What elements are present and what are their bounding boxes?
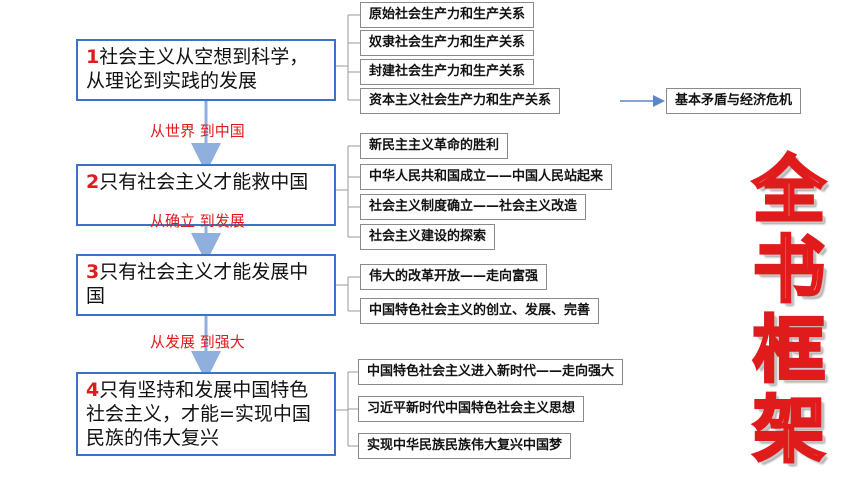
title-char: 架	[751, 388, 826, 472]
bracket-2	[336, 145, 360, 238]
section-number: 2	[86, 171, 100, 193]
section-text: 只有社会主义才能发展中国	[86, 261, 309, 307]
sub-item: 社会主义建设的探索	[360, 224, 496, 250]
section-number: 4	[86, 379, 100, 401]
bracket-1	[336, 14, 360, 101]
bracket-3	[336, 276, 360, 312]
transition-label-2: 从确立 到发展	[150, 212, 245, 230]
sub-item: 奴隶社会生产力和生产关系	[360, 30, 535, 56]
section-box-1: 1社会主义从空想到科学，从理论到实践的发展	[76, 39, 336, 101]
section-number: 1	[86, 46, 100, 68]
section-box-4: 4只有坚持和发展中国特色社会主义，才能=实现中国民族的伟大复兴	[76, 372, 336, 456]
section-box-3: 3只有社会主义才能发展中国	[76, 254, 336, 316]
sub-item: 中国特色社会主义进入新时代——走向强大	[358, 359, 624, 385]
sub-item: 伟大的改革开放——走向富强	[360, 264, 548, 290]
bracket-4	[336, 371, 358, 447]
sub-item: 中国特色社会主义的创立、发展、完善	[360, 298, 600, 324]
sub-item: 中华人民共和国成立——中国人民站起来	[360, 164, 613, 190]
section-text: 只有社会主义才能救中国	[99, 171, 309, 193]
sub-item: 习近平新时代中国特色社会主义思想	[358, 396, 585, 422]
transition-label-3: 从发展 到强大	[150, 333, 245, 351]
extra-item: 基本矛盾与经济危机	[666, 88, 802, 114]
sub-item: 资本主义社会生产力和生产关系	[360, 88, 561, 114]
title-char: 全	[751, 148, 826, 232]
sub-item: 实现中华民族民族伟大复兴中国梦	[358, 433, 572, 459]
section-number: 3	[86, 261, 100, 283]
section-box-2: 2只有社会主义才能救中国	[76, 164, 336, 226]
sub-item: 社会主义制度确立——社会主义改造	[360, 194, 587, 220]
sub-item: 原始社会生产力和生产关系	[360, 2, 535, 28]
sub-item: 封建社会生产力和生产关系	[360, 59, 535, 85]
title-char: 书	[751, 228, 826, 312]
section-text: 社会主义从空想到科学，从理论到实践的发展	[86, 46, 309, 92]
framework-title: 全 书 框 架	[746, 148, 832, 472]
transition-label-1: 从世界 到中国	[150, 122, 245, 140]
sub-item: 新民主主义革命的胜利	[360, 133, 509, 159]
title-char: 框	[751, 308, 826, 392]
section-text: 只有坚持和发展中国特色社会主义，才能=实现中国民族的伟大复兴	[86, 379, 311, 449]
